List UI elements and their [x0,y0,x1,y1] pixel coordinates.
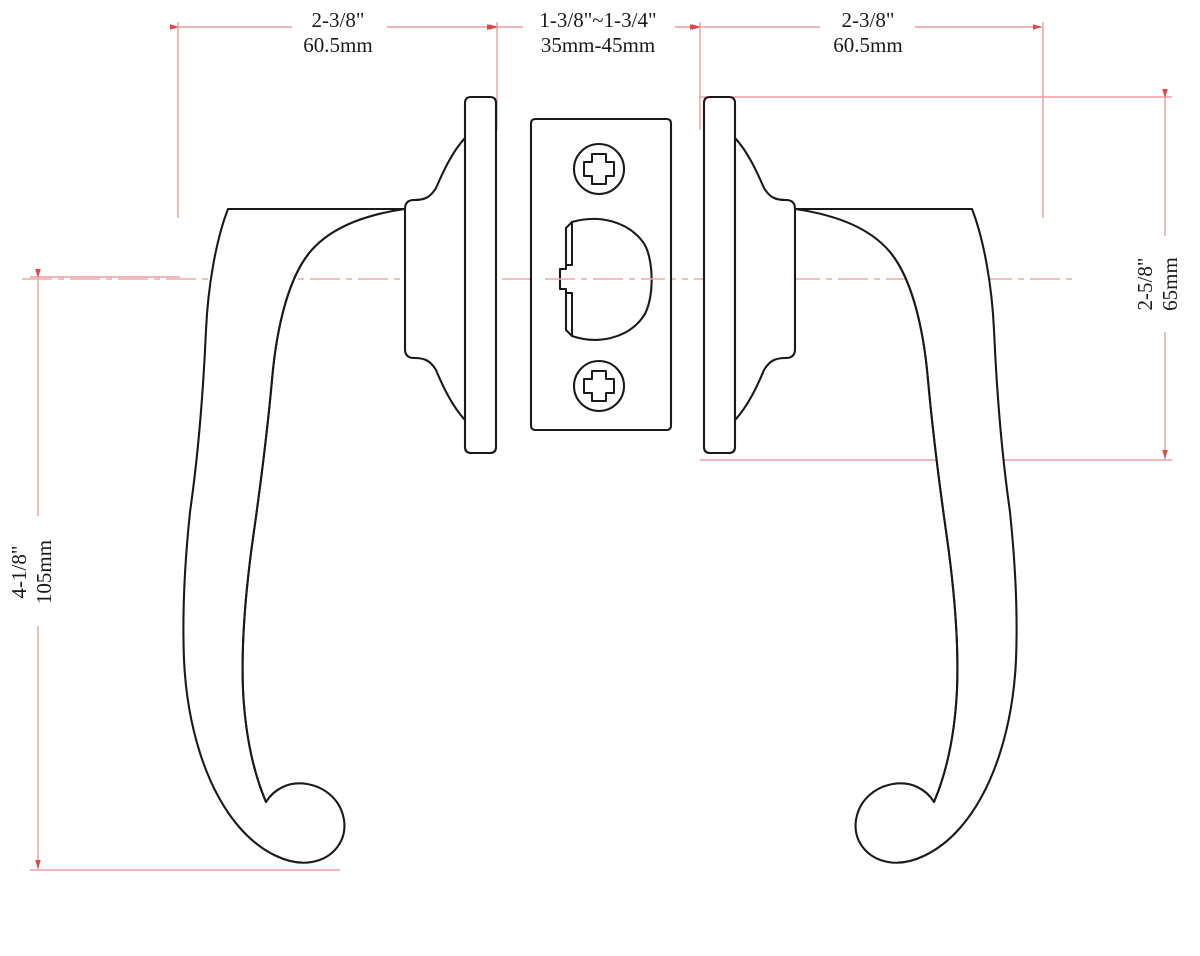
dim-label-top-center-metric: 35mm-45mm [541,33,655,57]
phillips-screw-bottom [572,359,626,413]
dim-label-left-imperial: 4-1/8" [7,546,31,599]
phillips-cross-bottom [583,370,615,402]
phillips-screw-top [572,142,626,196]
label-backing-5 [2,516,62,626]
left-lever-handle [182,207,407,864]
right-lever-neck [733,136,797,422]
dim-label-top-left-imperial: 2-3/8" [312,8,365,32]
dim-label-top-center-imperial: 1-3/8"~1-3/4" [539,8,656,32]
dim-label-top-right-imperial: 2-3/8" [842,8,895,32]
dim-label-top-left-metric: 60.5mm [303,33,372,57]
right-lever-inner-edge [889,251,959,803]
phillips-cross-top [583,153,615,185]
label-backing-2 [523,10,675,30]
left-rosette [463,95,498,455]
extension-lines-left [30,276,340,871]
extension-lines-top [177,22,1044,218]
latch-bolt-notch-upper [565,221,573,266]
dim-label-left-metric: 105mm [32,540,56,604]
dim-label-right-imperial: 2-5/8" [1133,258,1157,311]
label-backing-3 [820,10,915,30]
latch-bolt-notch-lower [565,292,573,337]
right-lever-handle [793,207,1018,864]
left-lever-inner-edge [241,251,311,803]
right-rosette [702,95,737,455]
label-backing-1 [292,10,387,30]
dim-label-top-right-metric: 60.5mm [833,33,902,57]
label-backing-4 [1128,236,1170,332]
left-lever-neck [403,136,467,422]
dim-label-right-metric: 65mm [1158,257,1182,311]
